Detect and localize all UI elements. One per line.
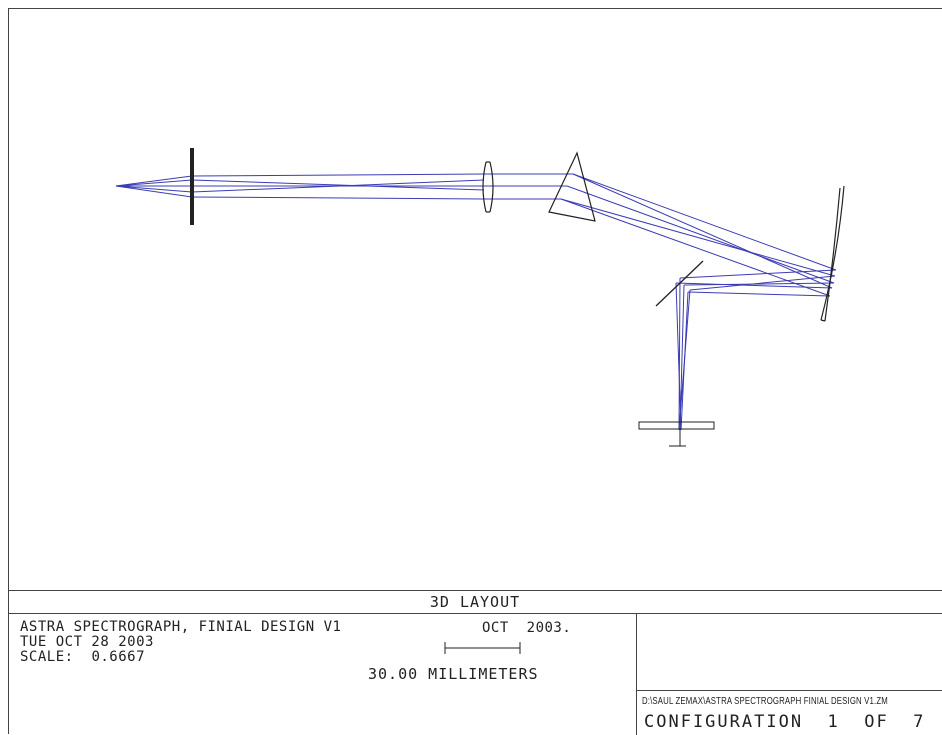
prism-element: [548, 151, 596, 222]
date-stamp: OCT 2003.: [482, 620, 572, 636]
ray-bundle-dispersed: [560, 173, 837, 297]
title-band: 3D LAYOUT: [8, 590, 942, 614]
lens-element: [482, 161, 494, 213]
design-title: ASTRA SPECTROGRAPH, FINIAL DESIGN V1: [20, 619, 342, 635]
scale-label: SCALE:: [20, 649, 74, 665]
ray-bundle-diffracted: [675, 269, 837, 297]
ray-bundle-to-prism: [484, 173, 573, 200]
ray-bundle-input: [115, 175, 193, 198]
file-path: D:\SAUL ZEMAX\ASTRA SPECTROGRAPH FINIAL …: [642, 696, 888, 707]
design-date: TUE OCT 28 2003: [20, 634, 154, 650]
ray-bundle-to-detector: [675, 277, 691, 431]
info-block: ASTRA SPECTROGRAPH, FINIAL DESIGN V1 TUE…: [20, 620, 341, 665]
info-divider-vertical: [636, 614, 637, 735]
scale-units: 30.00 MILLIMETERS: [368, 665, 539, 683]
ray-bundle-collimated: [191, 173, 485, 200]
scale-bar: [444, 642, 521, 654]
info-divider-horizontal: [636, 690, 942, 691]
field-element: [190, 148, 194, 225]
fold-mirror-element: [655, 260, 704, 307]
configuration-label: CONFIGURATION 1 OF 7: [644, 712, 926, 732]
scale-value: 0.6667: [91, 649, 146, 665]
drawing-frame: [8, 8, 942, 734]
layout-title: 3D LAYOUT: [429, 593, 521, 611]
optical-layout-diagram: [115, 148, 845, 447]
detector-element: [638, 421, 715, 447]
grating-element: [820, 185, 845, 322]
